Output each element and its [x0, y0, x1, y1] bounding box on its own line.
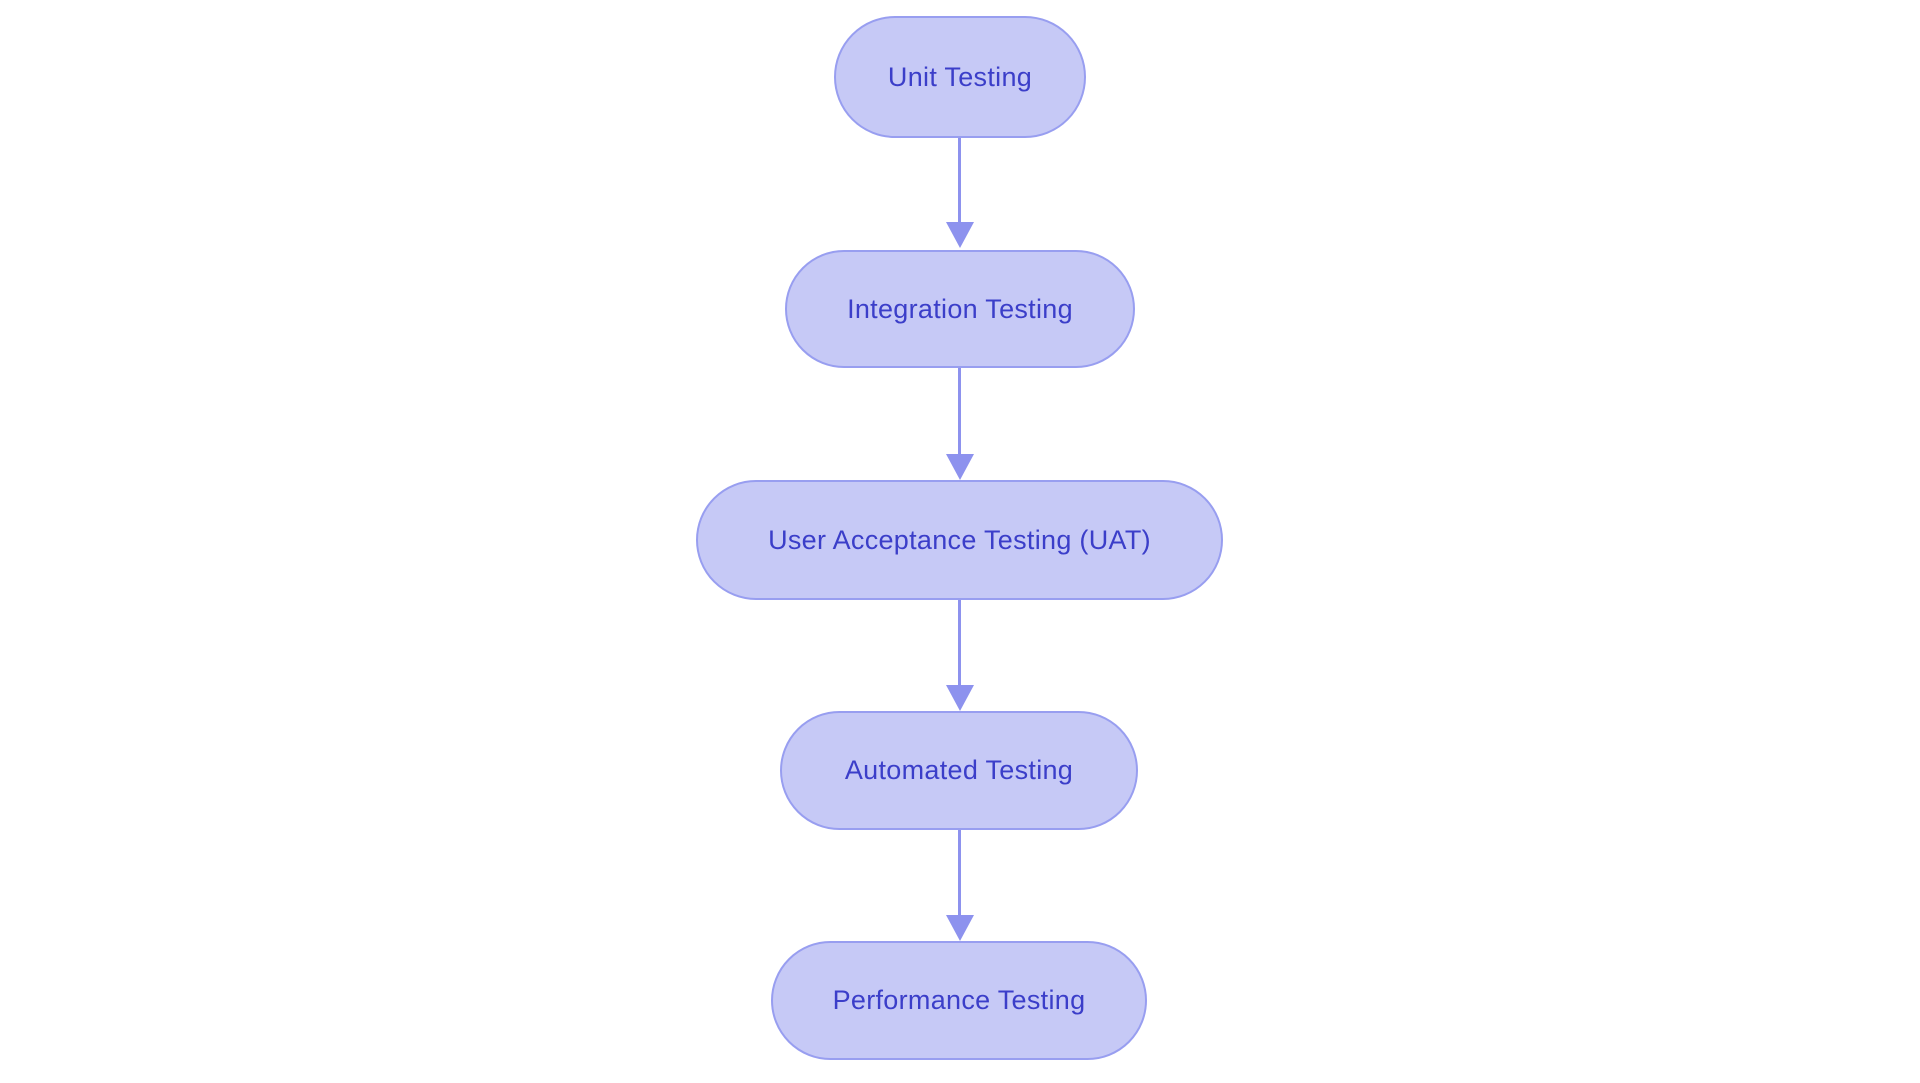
edge-line — [958, 138, 961, 222]
arrow-down-icon — [946, 222, 974, 248]
arrow-down-icon — [946, 685, 974, 711]
edge-line — [958, 830, 961, 915]
node-label: Automated Testing — [844, 755, 1074, 785]
node-automated-testing: Automated Testing — [780, 711, 1138, 830]
node-label: Integration Testing — [847, 293, 1073, 324]
node-label: Performance Testing — [832, 985, 1086, 1015]
arrow-down-icon — [946, 454, 974, 480]
node-performance-testing: Performance Testing — [771, 941, 1147, 1060]
arrow-down-icon — [946, 915, 974, 941]
node-integration-testing: Integration Testing — [785, 250, 1135, 368]
edge-line — [958, 600, 961, 685]
node-user-acceptance-testing: User Acceptance Testing (UAT) — [696, 480, 1223, 600]
node-label: Unit Testing — [887, 61, 1033, 92]
edge-line — [958, 368, 961, 454]
node-label: User Acceptance Testing (UAT) — [768, 524, 1151, 555]
node-unit-testing: Unit Testing — [834, 16, 1086, 138]
